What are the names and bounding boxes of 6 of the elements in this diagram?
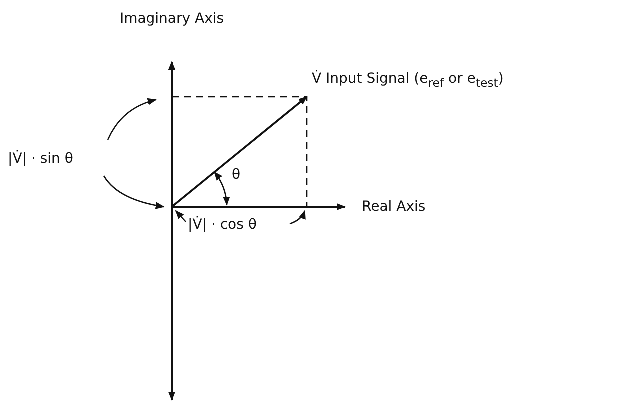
dimension-label: |V̇| · cos θ	[188, 216, 257, 234]
vector-label: V̇ Input Signal (e$_{ref}$ or e$_{test}$)	[312, 70, 504, 92]
angle-label: θ	[232, 166, 241, 184]
axis-label: Imaginary Axis	[118, 10, 226, 29]
dimension-label: |V̇| · sin θ	[8, 150, 74, 168]
axis-label: Real Axis	[362, 198, 426, 216]
